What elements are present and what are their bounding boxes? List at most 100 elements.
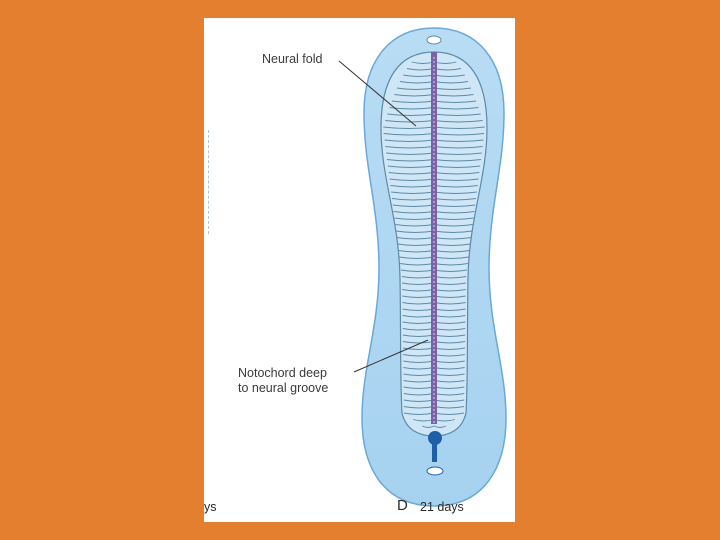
groove-dot [433, 313, 435, 315]
primitive-streak [432, 440, 437, 462]
groove-dot [433, 409, 435, 411]
previous-panel-edge [204, 130, 209, 234]
groove-dot [433, 265, 435, 267]
groove-dot [433, 213, 435, 215]
groove-dot [433, 401, 435, 403]
groove-dot [433, 221, 435, 223]
groove-dot [433, 329, 435, 331]
groove-dot [433, 237, 435, 239]
groove-dot [433, 305, 435, 307]
groove-dot [433, 121, 435, 123]
groove-dot [433, 325, 435, 327]
groove-dot [433, 101, 435, 103]
groove-dot [433, 413, 435, 415]
groove-dot [433, 317, 435, 319]
groove-dot [433, 109, 435, 111]
groove-dot [433, 125, 435, 127]
groove-dot [433, 393, 435, 395]
cranial-neuropore [427, 36, 441, 44]
groove-dot [433, 185, 435, 187]
groove-dot [433, 141, 435, 143]
groove-dot [433, 137, 435, 139]
notochord-label: Notochord deep to neural groove [238, 366, 328, 396]
groove-dot [433, 249, 435, 251]
groove-dot [433, 421, 435, 423]
figure-panel: Neural fold Notochord deep to neural gro… [204, 18, 515, 522]
neural-fold-label: Neural fold [262, 52, 322, 67]
groove-dot [433, 253, 435, 255]
previous-panel-caption-fragment: ys [204, 500, 217, 514]
groove-dot [433, 113, 435, 115]
groove-dot [433, 285, 435, 287]
groove-dot [433, 389, 435, 391]
groove-dot [433, 365, 435, 367]
groove-dot [433, 133, 435, 135]
groove-dot [433, 177, 435, 179]
groove-dot [433, 153, 435, 155]
groove-dot [433, 405, 435, 407]
groove-dot [433, 297, 435, 299]
groove-dot [433, 369, 435, 371]
groove-dot [433, 69, 435, 71]
groove-dot [433, 97, 435, 99]
notochord-label-line1: Notochord deep [238, 366, 328, 381]
groove-dot [433, 89, 435, 91]
groove-dot [433, 333, 435, 335]
groove-dot [433, 173, 435, 175]
groove-dot [433, 233, 435, 235]
notochord-label-line2: to neural groove [238, 381, 328, 396]
groove-dot [433, 73, 435, 75]
groove-dot [433, 349, 435, 351]
groove-dot [433, 289, 435, 291]
groove-dot [433, 165, 435, 167]
groove-dot [433, 301, 435, 303]
groove-dot [433, 205, 435, 207]
groove-dot [433, 61, 435, 63]
groove-dot [433, 273, 435, 275]
panel-letter: D [397, 497, 408, 514]
groove-dot [433, 149, 435, 151]
groove-dot [433, 181, 435, 183]
groove-dot [433, 261, 435, 263]
groove-dot [433, 85, 435, 87]
embryo-diagram [204, 18, 515, 522]
groove-dot [433, 193, 435, 195]
groove-dot [433, 161, 435, 163]
cloacal-membrane [427, 467, 443, 475]
groove-dot [433, 217, 435, 219]
groove-dot [433, 169, 435, 171]
groove-dot [433, 245, 435, 247]
groove-dot [433, 381, 435, 383]
groove-dot [433, 77, 435, 79]
groove-dot [433, 309, 435, 311]
groove-dot [433, 397, 435, 399]
groove-dot [433, 57, 435, 59]
groove-dot [433, 201, 435, 203]
groove-dot [433, 321, 435, 323]
groove-dot [433, 277, 435, 279]
groove-dot [433, 145, 435, 147]
groove-dot [433, 209, 435, 211]
groove-dot [433, 417, 435, 419]
groove-dot [433, 157, 435, 159]
groove-dot [433, 345, 435, 347]
groove-dot [433, 117, 435, 119]
groove-dot [433, 65, 435, 67]
groove-dot [433, 385, 435, 387]
groove-dot [433, 357, 435, 359]
groove-dot [433, 281, 435, 283]
groove-dot [433, 353, 435, 355]
groove-dot [433, 105, 435, 107]
groove-dot [433, 269, 435, 271]
groove-dot [433, 377, 435, 379]
groove-dot [433, 189, 435, 191]
groove-dot [433, 361, 435, 363]
groove-dot [433, 373, 435, 375]
groove-dot [433, 129, 435, 131]
groove-dot [433, 81, 435, 83]
groove-dot [433, 229, 435, 231]
groove-dot [433, 337, 435, 339]
groove-dot [433, 93, 435, 95]
panel-age-caption: 21 days [420, 500, 464, 514]
